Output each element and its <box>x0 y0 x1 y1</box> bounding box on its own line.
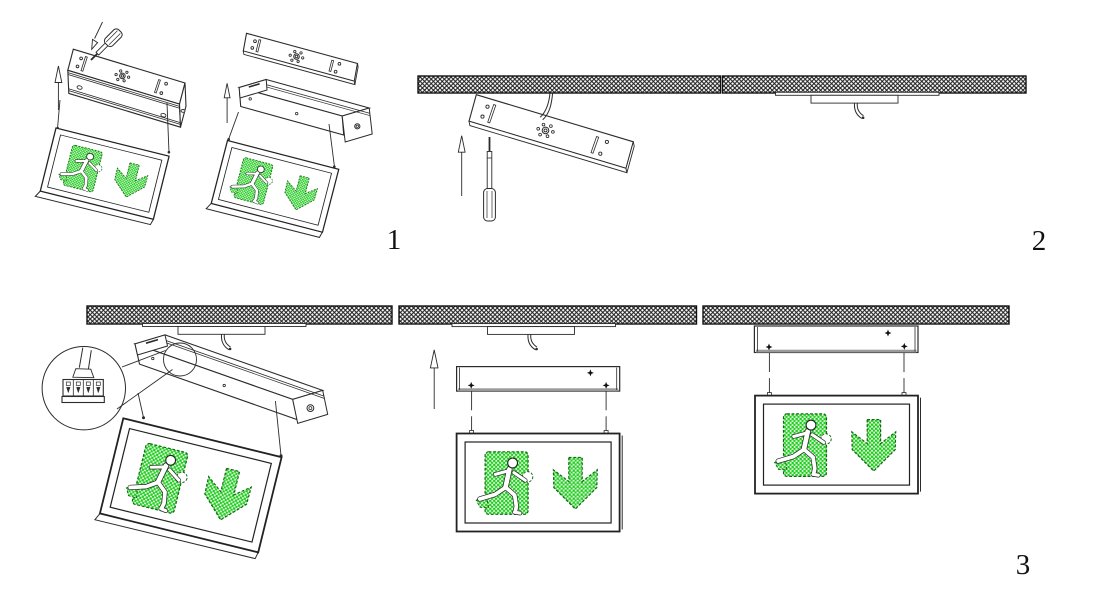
svg-text:2: 2 <box>1032 225 1047 257</box>
svg-text:1: 1 <box>387 224 402 256</box>
svg-text:3: 3 <box>1016 549 1031 581</box>
